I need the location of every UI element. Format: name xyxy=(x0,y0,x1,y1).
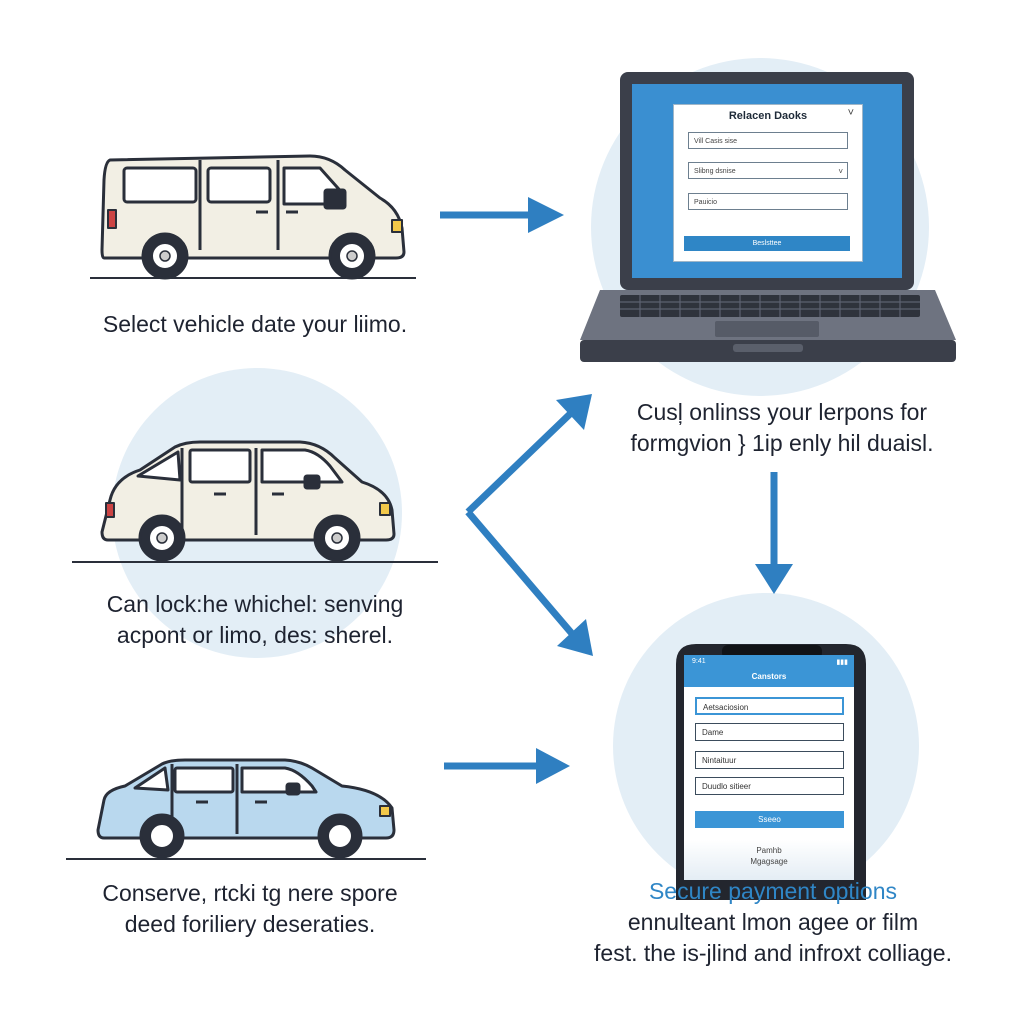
arrow-up-right-icon xyxy=(465,394,592,515)
phone-caption-line3: fest. the is-jlind and infroxt colliage. xyxy=(594,940,952,966)
van-caption-text: Select vehicle date your liimo. xyxy=(102,311,408,337)
phone-title: Canstors xyxy=(751,672,787,681)
phone-caption-line2: ennulteant lmon agee or film xyxy=(627,909,919,935)
phone-field-2[interactable]: Dame xyxy=(695,723,844,741)
suv-caption: Can lock:he whichel: senving acpont or l… xyxy=(60,589,450,651)
laptop-field-1[interactable]: Vill Casis sise xyxy=(688,132,848,149)
laptop-field-2[interactable]: Slibng dsnise ˅ xyxy=(688,162,848,179)
suv-caption-line2: acpont or limo, des: sherel. xyxy=(116,622,394,648)
sedan-caption: Conserve, rtcki tg nere spore deed foril… xyxy=(50,878,450,940)
phone-screen-fade xyxy=(684,840,854,880)
laptop-caption-line2: formgvion } 1ip enly hil duaisl. xyxy=(630,430,934,456)
laptop-field-3-text: Pauicio xyxy=(694,199,717,206)
phone-field-4[interactable]: Duudlo sitieer xyxy=(695,777,844,795)
phone-footer: Pamhb Mgagsage xyxy=(684,845,854,867)
sedan-caption-line1: Conserve, rtcki tg nere spore xyxy=(102,880,398,906)
suv-caption-line1: Can lock:he whichel: senving xyxy=(106,591,404,617)
sedan-caption-line2: deed foriliery deseraties. xyxy=(124,911,376,937)
arrow-down-right-icon xyxy=(465,509,593,656)
phone-footer-line1: Pamhb xyxy=(756,846,782,855)
laptop-field-3[interactable]: Pauicio xyxy=(688,193,848,210)
phone-header: 9:41 ▮▮▮ Canstors xyxy=(684,655,854,687)
chevron-down-icon: ˅ xyxy=(838,167,843,176)
suv-ground-line xyxy=(72,561,438,563)
signal-icon: ▮▮▮ xyxy=(836,659,848,666)
van-ground-line xyxy=(90,277,416,279)
phone-field-1[interactable]: Aetsaciosion xyxy=(695,697,844,715)
laptop-form-title: Relacen Daoks xyxy=(728,110,808,122)
phone-caption-line1: Secure payment options xyxy=(648,878,898,904)
laptop-field-2-text: Slibng dsnise xyxy=(694,168,736,175)
phone-field-1-text: Aetsaciosion xyxy=(703,703,749,712)
phone-caption: Secure payment options ennulteant lmon a… xyxy=(548,876,998,969)
phone-field-4-text: Duudlo sitieer xyxy=(702,782,751,791)
laptop-caption: Cusļ onlinss your lerpons for formgvion … xyxy=(582,397,982,459)
phone-field-3[interactable]: Nintaituur xyxy=(695,751,844,769)
phone-screen: 9:41 ▮▮▮ Canstors Aetsaciosion Dame Nint… xyxy=(684,655,854,880)
phone-submit-button[interactable]: Sseeo xyxy=(695,811,844,828)
laptop-caption-line1: Cusļ onlinss your lerpons for xyxy=(636,399,928,425)
phone-field-3-text: Nintaituur xyxy=(702,756,737,765)
sedan-ground-line xyxy=(66,858,426,860)
van-caption: Select vehicle date your liimo. xyxy=(60,309,450,340)
phone-footer-line2: Mgagsage xyxy=(750,857,788,866)
laptop-field-1-text: Vill Casis sise xyxy=(694,138,738,145)
phone-status-time: 9:41 xyxy=(692,658,706,665)
laptop-booking-form: Relacen Daoks ˅ Vill Casis sise Slibng d… xyxy=(673,104,863,262)
phone-field-2-text: Dame xyxy=(702,728,724,737)
arrow-down-icon xyxy=(755,472,793,594)
chevron-down-icon[interactable]: ˅ xyxy=(847,107,854,119)
laptop-submit-button[interactable]: Beslsttee xyxy=(684,236,850,251)
arrow-right-icon xyxy=(444,748,570,784)
arrow-right-icon xyxy=(440,197,564,233)
